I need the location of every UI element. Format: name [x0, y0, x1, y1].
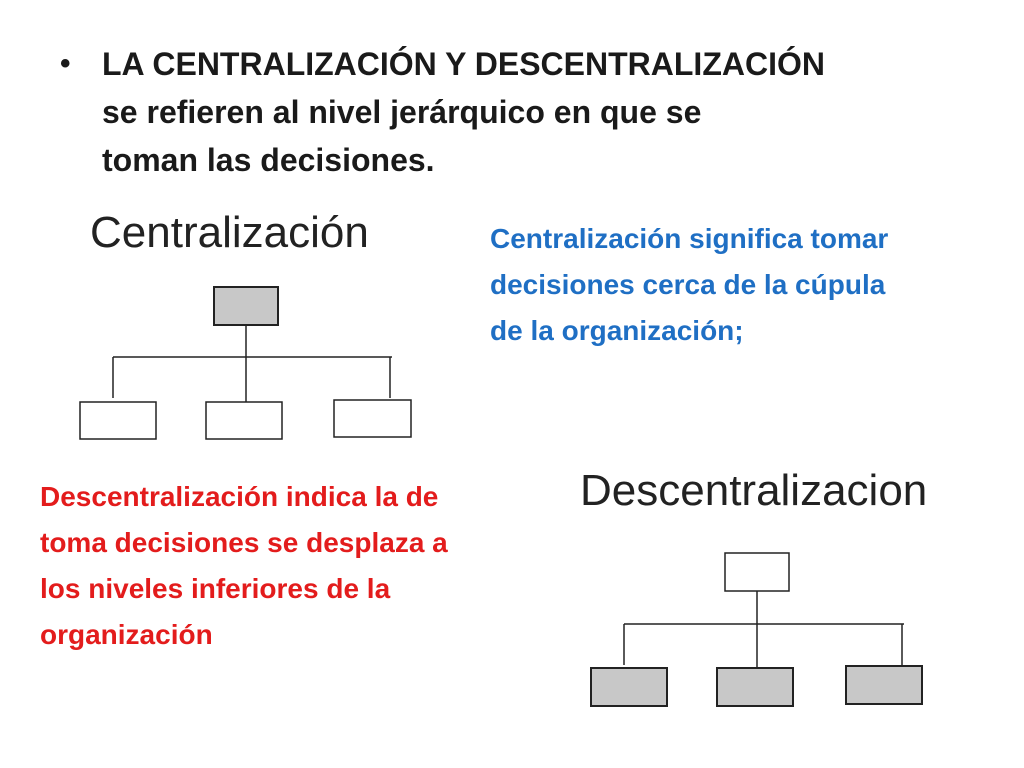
- centralization-desc-line: decisiones cerca de la cúpula: [490, 269, 886, 300]
- centralization-desc-line: Centralización significa tomar: [490, 223, 889, 254]
- decentralization-heading: Descentralizacion: [580, 466, 928, 515]
- central-child-box-middle: [205, 401, 283, 440]
- decentralization-desc-line: Descentralización indica la de: [40, 481, 439, 512]
- centralization-desc-line: de la organización;: [490, 315, 744, 346]
- bullet-dot: •: [60, 47, 71, 80]
- centralization-description: Centralización significa tomar decisione…: [490, 216, 1000, 354]
- centralization-heading: Centralización: [90, 208, 369, 257]
- decentralization-description: Descentralización indica la de toma deci…: [40, 474, 560, 658]
- descent-child-box-left: [590, 667, 668, 707]
- decentralization-org-chart: [590, 552, 923, 707]
- central-child-box-left: [79, 401, 157, 440]
- centralization-org-chart: [79, 286, 412, 440]
- decentralization-desc-line: los niveles inferiores de la: [40, 573, 391, 604]
- bullet-line-2: se refieren al nivel jerárquico en que s…: [102, 94, 702, 130]
- descent-child-box-right: [845, 665, 923, 705]
- bullet-statement: • LA CENTRALIZACIÓN Y DESCENTRALIZACIÓN …: [60, 40, 960, 184]
- descent-child-box-middle: [716, 667, 794, 707]
- decentralization-desc-line: toma decisiones se desplaza a: [40, 527, 448, 558]
- bullet-line-3: toman las decisiones.: [102, 142, 435, 178]
- central-child-box-right: [333, 399, 412, 438]
- decentralization-desc-line: organización: [40, 619, 213, 650]
- central-top-box: [213, 286, 279, 326]
- bullet-line-1: LA CENTRALIZACIÓN Y DESCENTRALIZACIÓN: [102, 46, 825, 82]
- descent-top-box: [724, 552, 790, 592]
